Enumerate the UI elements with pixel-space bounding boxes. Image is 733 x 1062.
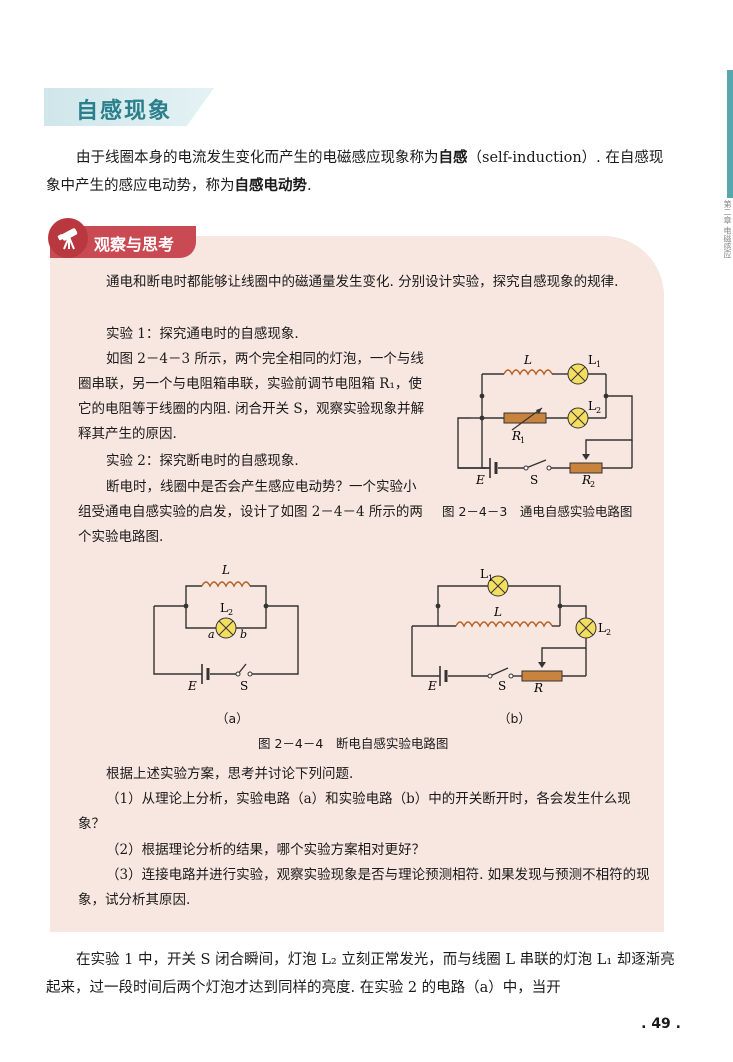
label-L2: L	[588, 399, 596, 413]
label-b-L2: L	[598, 621, 606, 635]
label-R2-sub: 2	[590, 480, 595, 489]
label-a-node-b: b	[240, 628, 247, 641]
label-a-S: S	[240, 679, 248, 693]
section-banner	[44, 88, 214, 126]
question-3: （3）连接电路并进行实验，观察实验现象是否与理论预测相符. 如果发现与预测不相符…	[78, 867, 650, 908]
label-R1-sub: 1	[520, 436, 525, 445]
observe-text-6: 根据上述实验方案，思考并讨论下列问题.	[106, 766, 354, 782]
intro-paragraph: 由于线圈本身的电流发生变化而产生的电磁感应现象称为自感（self-inducti…	[46, 149, 664, 194]
label-b-S: S	[498, 679, 506, 693]
chapter-side-bar	[727, 70, 733, 198]
label-E: E	[475, 473, 485, 487]
label-b-E: E	[427, 679, 437, 693]
observe-box	[50, 236, 664, 932]
bottom-paragraph: 在实验 1 中，开关 S 闭合瞬间，灯泡 L₂ 立刻正常发光，而与线圈 L 串联…	[46, 952, 675, 996]
figure-2-4-3-circuit: L L 1 L 2 R 1 R 2 E S	[457, 353, 633, 489]
label-a-E: E	[187, 679, 197, 693]
observe-text-2: 实验 1：探究通电时的自感现象.	[106, 326, 299, 342]
label-b-L: L	[493, 605, 502, 619]
label-R2: R	[581, 473, 591, 487]
question-2: （2）根据理论分析的结果，哪个实验方案相对更好？	[106, 842, 426, 858]
question-1: （1）从理论上分析，实验电路（a）和实验电路（b）中的开关断开时，各会发生什么现…	[78, 791, 631, 832]
section-title: 自感现象	[76, 99, 173, 124]
label-L1-sub: 1	[596, 360, 601, 369]
label-a-L2-sub: 2	[228, 608, 233, 617]
observe-text-1: 通电和断电时都能够让线圈中的磁通量发生变化. 分别设计实验，探究自感现象的规律.	[106, 274, 619, 290]
chapter-side-text: 第二章 电磁感应	[723, 200, 732, 259]
label-a-node-a: a	[208, 628, 215, 641]
telescope-icon	[57, 228, 78, 250]
label-a-L: L	[221, 563, 230, 577]
figure-2-4-4b-label: （b）	[498, 711, 531, 726]
label-R1: R	[511, 429, 521, 443]
observe-text-4: 实验 2：探究断电时的自感现象.	[106, 453, 299, 469]
label-L: L	[523, 353, 532, 367]
figure-2-4-4b-circuit: L 1 L L 2 E S R	[411, 567, 611, 695]
observe-text-5: 断电时，线圈中是否会产生感应电动势？一个实验小组受通电自感实验的启发，设计了如图…	[78, 479, 423, 545]
page-number: . 49 .	[641, 1016, 681, 1032]
figure-2-4-4a-label: （a）	[216, 711, 249, 726]
term-self-induced-emf: 自感电动势	[234, 177, 308, 194]
label-b-L2-sub: 2	[606, 628, 611, 637]
label-b-L1-sub: 1	[488, 574, 493, 583]
label-a-L2: L	[220, 601, 228, 615]
label-S: S	[530, 473, 538, 487]
figure-2-4-4a-circuit: L L 2 a b E S	[153, 563, 299, 693]
term-self-induction: 自感	[438, 149, 468, 166]
label-L2-sub: 2	[596, 406, 601, 415]
label-b-R: R	[533, 681, 543, 695]
observe-title: 观察与思考	[94, 235, 175, 254]
figure-2-4-3-caption: 图 2－4－3 通电自感实验电路图	[442, 504, 633, 519]
label-L1: L	[588, 353, 596, 367]
figure-2-4-4-caption: 图 2－4－4 断电自感实验电路图	[258, 736, 449, 751]
label-b-L1: L	[480, 567, 488, 581]
observe-text-3: 如图 2－4－3 所示，两个完全相同的灯泡，一个与线圈串联，另一个与电阻箱串联，…	[78, 351, 425, 442]
